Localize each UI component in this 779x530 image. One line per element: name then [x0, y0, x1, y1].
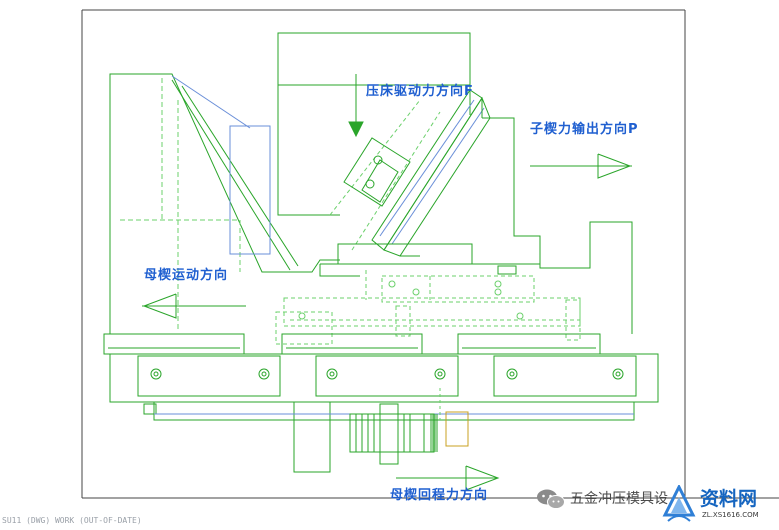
bronze-bushing — [445, 411, 469, 447]
brand-logo-icon — [662, 485, 696, 522]
driver-wedge-body — [109, 73, 340, 334]
wedge-output-arrow — [530, 153, 632, 179]
base-bolts — [150, 368, 624, 380]
hidden-mechanism — [275, 270, 581, 345]
watermark: 五金冲压模具设 资料网 ZL.XS1616.COM — [530, 484, 779, 526]
return-cylinder — [349, 403, 435, 465]
watermark-brand: 资料网 — [700, 488, 758, 510]
drawing-frame — [81, 9, 779, 499]
cylinder-fill — [430, 414, 438, 452]
wedge-top-block — [319, 243, 540, 277]
link-pin-lower — [365, 179, 375, 189]
upper-die-block — [277, 32, 471, 216]
status-bar: SU11 (DWG) WORK (OUT-OF-DATE) — [2, 516, 142, 525]
watermark-text: 五金冲压模具设 — [570, 491, 668, 507]
slave-wedge-body — [481, 98, 633, 334]
driver-motion-label: 母楔运动方向 — [144, 268, 229, 283]
link-pin-upper — [373, 155, 383, 165]
wechat-icon — [537, 489, 565, 509]
cam-slide-inner — [379, 99, 485, 245]
driver-return-arrow — [396, 465, 500, 491]
watermark-url: ZL.XS1616.COM — [702, 511, 759, 519]
driver-motion-arrow — [142, 293, 246, 319]
blue-cam-plate — [229, 125, 271, 255]
inclined-cam-slide — [371, 89, 491, 257]
cam-link-block — [343, 137, 411, 207]
press-drive-arrow — [348, 74, 364, 138]
driver-hidden-lines — [120, 78, 241, 330]
cam-slide-guide — [329, 99, 441, 251]
lower-base-plate — [103, 333, 659, 473]
driver-return-label: 母楔回程力方向 — [390, 488, 489, 503]
press-drive-label: 压床驱动力方向F — [366, 84, 474, 99]
wedge-output-label: 子楔力输出方向P — [530, 122, 639, 137]
hidden-pins — [298, 280, 524, 320]
